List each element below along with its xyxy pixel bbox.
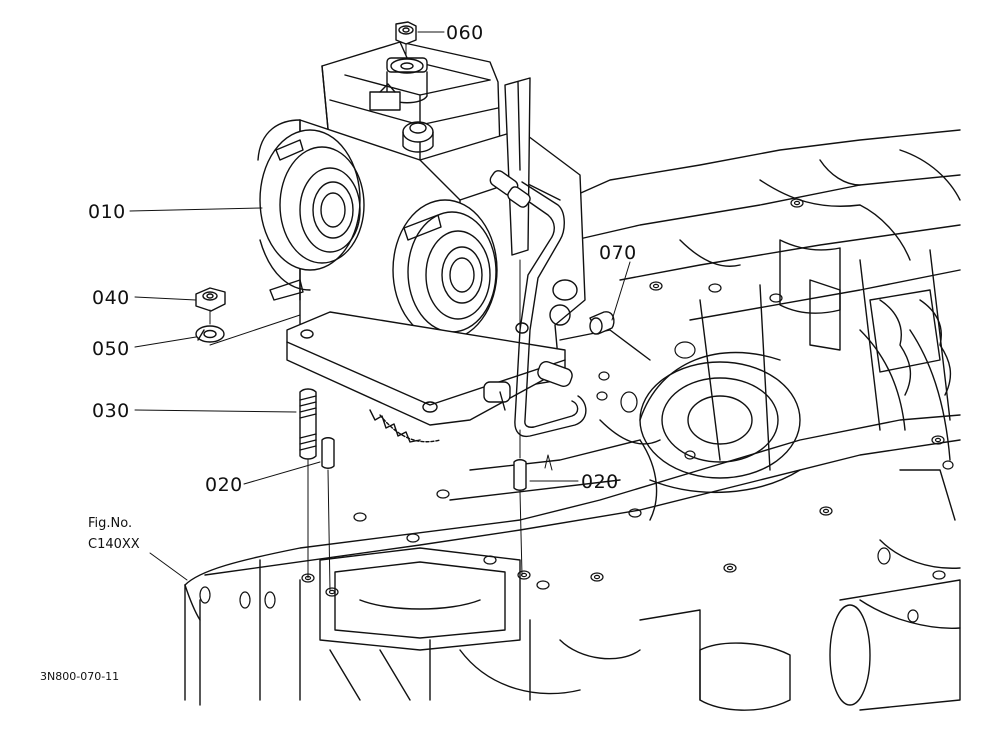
housing-bolt-holes xyxy=(199,198,954,623)
stud-030 xyxy=(299,388,317,460)
nut-040 xyxy=(195,287,226,312)
callout-050: 050 xyxy=(92,338,130,360)
figure-number-label: Fig.No. xyxy=(88,516,132,531)
dowel-pin-020-left xyxy=(321,437,335,469)
dowel-pin-020-right xyxy=(513,459,527,491)
callout-030: 030 xyxy=(92,400,130,422)
callout-020-left: 020 xyxy=(205,474,243,496)
alignment-lines xyxy=(209,43,553,591)
callout-040: 040 xyxy=(92,287,130,309)
nut-060 xyxy=(395,21,417,45)
callout-070: 070 xyxy=(599,242,637,264)
drawing-number: 3N800-070-11 xyxy=(40,670,119,683)
figure-number-value: C140XX xyxy=(88,537,140,552)
callout-060: 060 xyxy=(446,22,484,44)
plug-070 xyxy=(589,311,615,335)
callout-010: 010 xyxy=(88,201,126,223)
washer-050 xyxy=(195,325,225,343)
hydraulic-pipe xyxy=(483,170,587,438)
leader-lines xyxy=(129,31,631,581)
callout-020-right: 020 xyxy=(581,471,619,493)
